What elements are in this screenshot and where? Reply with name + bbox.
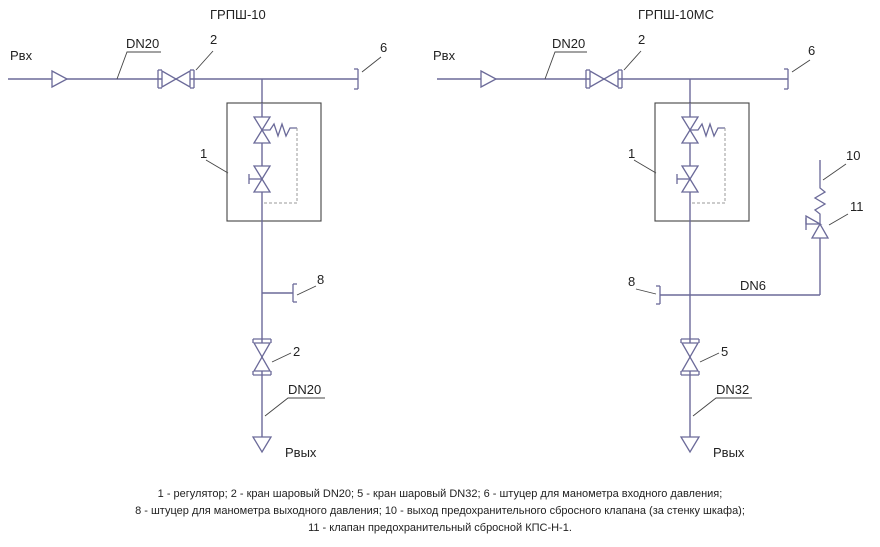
regulator-spring-ms xyxy=(690,121,725,139)
legend-caption: 1 - регулятор; 2 - кран шаровый DN20; 5 … xyxy=(0,486,880,537)
regulator-impulse-line-ms xyxy=(690,128,726,204)
label-dn6: DN6 xyxy=(740,278,766,293)
label-2-outlet: 2 xyxy=(293,344,300,359)
label-p-in: Рвх xyxy=(10,48,33,63)
label-dn32: DN32 xyxy=(716,382,749,397)
label-dn20-inlet-ms: DN20 xyxy=(552,36,585,51)
label-6: 6 xyxy=(380,40,387,55)
legend-line-1: 1 - регулятор; 2 - кран шаровый DN20; 5 … xyxy=(157,488,723,500)
leader-8-ms xyxy=(635,288,657,295)
fitting-6-ms xyxy=(784,68,789,90)
fitting-8 xyxy=(292,283,297,303)
label-8-ms: 8 xyxy=(628,274,635,289)
label-dn20-outlet: DN20 xyxy=(288,382,321,397)
leader-5 xyxy=(699,352,720,363)
leader-2-inlet xyxy=(195,50,214,71)
fitting-6 xyxy=(354,68,359,90)
leader-dn32 xyxy=(692,397,752,417)
regulator-box-1 xyxy=(226,102,322,222)
label-2-inlet-ms: 2 xyxy=(638,32,645,47)
leader-2-inlet-ms xyxy=(623,50,642,71)
leader-dn20-outlet xyxy=(264,397,325,417)
regulator-box-1-ms xyxy=(654,102,750,222)
regulator-spring xyxy=(262,121,297,139)
schematic-grpsh-10: ГРПШ-10 Рвх DN20 2 6 xyxy=(8,7,387,460)
inlet-arrow xyxy=(51,69,69,89)
leader-11 xyxy=(828,213,849,226)
label-dn20-inlet: DN20 xyxy=(126,36,159,51)
label-p-in-ms: Рвх xyxy=(433,48,456,63)
relief-valve-11 xyxy=(805,170,830,239)
title-grpsh-10ms: ГРПШ-10МС xyxy=(638,7,714,22)
leader-6 xyxy=(361,56,382,73)
leader-8 xyxy=(296,285,317,296)
label-10: 10 xyxy=(846,148,860,163)
leader-10 xyxy=(822,163,847,181)
leader-dn20-inlet-ms xyxy=(544,51,587,80)
label-11: 11 xyxy=(850,199,864,214)
legend-line-2: 8 - штуцер для манометра выходного давле… xyxy=(135,505,745,517)
schematic-grpsh-10ms: ГРПШ-10МС Рвх DN20 2 6 xyxy=(433,7,864,460)
outlet-arrow xyxy=(251,436,273,454)
label-1-ms: 1 xyxy=(628,146,635,161)
legend-line-3: 11 - клапан предохранительный сбросной К… xyxy=(308,522,572,534)
fitting-8-ms xyxy=(656,285,661,305)
label-1: 1 xyxy=(200,146,207,161)
leader-6-ms xyxy=(791,59,811,73)
ball-valve-5 xyxy=(680,338,700,376)
ball-valve-2-inlet xyxy=(157,69,195,89)
label-5: 5 xyxy=(721,344,728,359)
title-grpsh-10: ГРПШ-10 xyxy=(210,7,266,22)
ball-valve-2-outlet xyxy=(252,338,272,376)
label-2-inlet: 2 xyxy=(210,32,217,47)
regulator-impulse-line xyxy=(262,128,298,204)
label-p-out: Рвых xyxy=(285,445,317,460)
leader-1 xyxy=(205,159,229,174)
inlet-arrow-ms xyxy=(480,69,498,89)
label-p-out-ms: Рвых xyxy=(713,445,745,460)
ball-valve-2-inlet-ms xyxy=(585,69,623,89)
label-8: 8 xyxy=(317,272,324,287)
leader-1-ms xyxy=(633,159,657,174)
label-6-ms: 6 xyxy=(808,43,815,58)
leader-dn20-inlet xyxy=(116,51,161,80)
leader-2-outlet xyxy=(271,352,292,363)
outlet-arrow-ms xyxy=(679,436,701,454)
